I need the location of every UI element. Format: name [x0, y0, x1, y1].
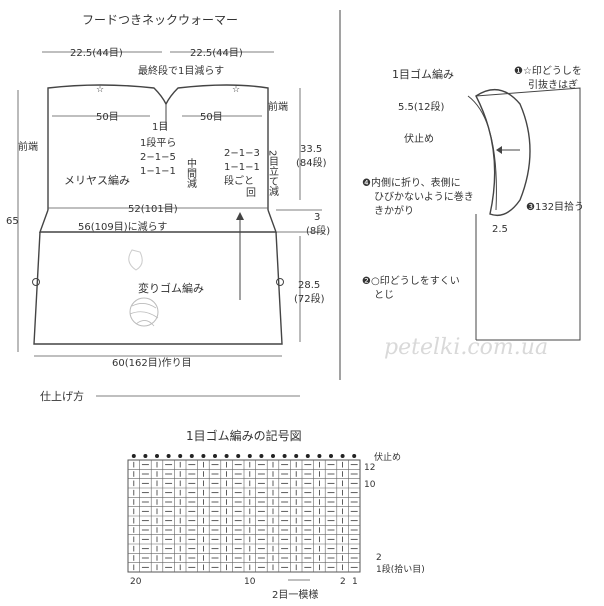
height-lower: 28.5 [298, 280, 320, 291]
side-decrease: 2目立て減 [267, 150, 279, 197]
bind-off-dot [166, 454, 171, 458]
rib-outline [33, 231, 283, 345]
bind-off-dot [317, 454, 322, 458]
chart-col-1: 1 [352, 577, 358, 587]
front-edge-left: 前端 [18, 140, 38, 153]
bind-off-dot [294, 454, 299, 458]
side-decrease-times: 回 [246, 187, 256, 199]
star-left: ☆ [96, 85, 104, 95]
arrow-head [236, 212, 244, 220]
hood-outline [47, 84, 269, 210]
yarn-ball-icon [129, 297, 159, 327]
chart-repeat: 2目一模様 [272, 588, 318, 601]
step2b: とじ [374, 289, 394, 301]
side-rule-0: 2−1−3 [224, 148, 260, 159]
step4b: ひびかないように巻き [374, 191, 474, 203]
bind-off-dot [178, 454, 183, 458]
rule-1: 2−1−5 [140, 152, 176, 163]
top-left-width: 22.5(44目) [70, 48, 123, 59]
rule-2: 1−1−1 [140, 166, 176, 177]
watermark: petelki.com.ua [384, 335, 548, 360]
hood-inner [467, 95, 497, 211]
height-lower-rows: (72段) [294, 292, 325, 305]
bind-off-dot [213, 454, 217, 458]
middle-decrease: 中間減 [185, 157, 197, 189]
body-outline [475, 87, 581, 341]
body-width: 52(101目) [128, 204, 178, 215]
finishing: 仕上げ方 [40, 389, 84, 403]
chart-col-20: 20 [130, 577, 142, 587]
stockinette-label: メリヤス編み [64, 173, 130, 187]
chart-title: 1目ゴム編みの記号図 [186, 428, 302, 443]
finish-rib-label: 1目ゴム編み [392, 67, 454, 81]
finish-rib-width: 5.5(12段) [398, 100, 445, 113]
mid-height: 3 [314, 212, 320, 223]
circle-left [32, 278, 40, 286]
step2a: ❷○印どうしをすくい [362, 275, 460, 287]
step3: ❸132目拾う [526, 200, 584, 213]
bind-off-dot [236, 454, 241, 458]
bind-off-dot [305, 454, 310, 458]
bind-off-dot [271, 454, 275, 458]
bind-off-dot [224, 454, 229, 458]
chart-col-2: 2 [340, 577, 346, 587]
height-upper-rows: (84段) [296, 156, 327, 169]
bind-off-dot [329, 454, 333, 458]
finish-measure: 2.5 [492, 224, 508, 235]
chart-row-10: 10 [364, 480, 376, 490]
mid-band [39, 209, 277, 233]
bind-off-dot [282, 454, 287, 458]
inner-left: 50目 [96, 112, 119, 123]
step1b: 引抜きはぎ [528, 78, 578, 91]
step4a: ❹内側に折り、表側に [362, 176, 461, 189]
height-upper: 33.5 [300, 144, 322, 155]
bind-off-dot [131, 454, 136, 458]
step1: ❶☆印どうしを [514, 65, 582, 77]
rule-0: 1段平ら [140, 136, 176, 149]
mid-height-rows: (8段) [306, 224, 330, 237]
front-edge-right: 前端 [268, 100, 288, 113]
side-rule-1: 1−1−1 [224, 162, 260, 173]
hood-fold [475, 88, 531, 217]
bind-off-dot [247, 454, 252, 458]
center-one: 1目 [152, 122, 168, 133]
total-height: 65 [6, 216, 19, 227]
last-row-note: 最終段で1目減らす [138, 64, 224, 77]
cast-on: 60(162目)作り目 [112, 357, 192, 369]
bind-off-dot [259, 454, 264, 458]
chart-row-12: 12 [364, 463, 375, 473]
star-right: ☆ [232, 85, 240, 95]
bind-off-dot [143, 454, 148, 458]
cactus-deco-icon [128, 249, 143, 271]
chart-row-1: 1段(拾い目) [376, 563, 425, 575]
bind-off-dot [155, 454, 159, 458]
yarn-lines [129, 303, 159, 327]
bind-off-dot [189, 454, 194, 458]
every-row: 段ごと [224, 174, 254, 187]
pointer-head [496, 146, 502, 154]
finish-bind-off: 伏止め [404, 132, 434, 145]
chart-col-10: 10 [244, 577, 256, 587]
top-right-width: 22.5(44目) [190, 48, 243, 59]
chart-bind-off: 伏止め [374, 451, 401, 463]
bind-off-dot [340, 454, 345, 458]
inner-right: 50目 [200, 112, 223, 123]
step4c: きかがり [374, 204, 414, 217]
bind-off-dot [352, 454, 357, 458]
circle-right [276, 278, 284, 286]
bind-off-dot [201, 454, 206, 458]
reduce-note: 56(109目)に減らす [78, 220, 167, 233]
main-title: フードつきネックウォーマー [82, 13, 238, 27]
chart-row-2: 2 [376, 553, 382, 563]
chart-grid [127, 454, 361, 573]
rib-label: 変りゴム編み [138, 281, 204, 295]
